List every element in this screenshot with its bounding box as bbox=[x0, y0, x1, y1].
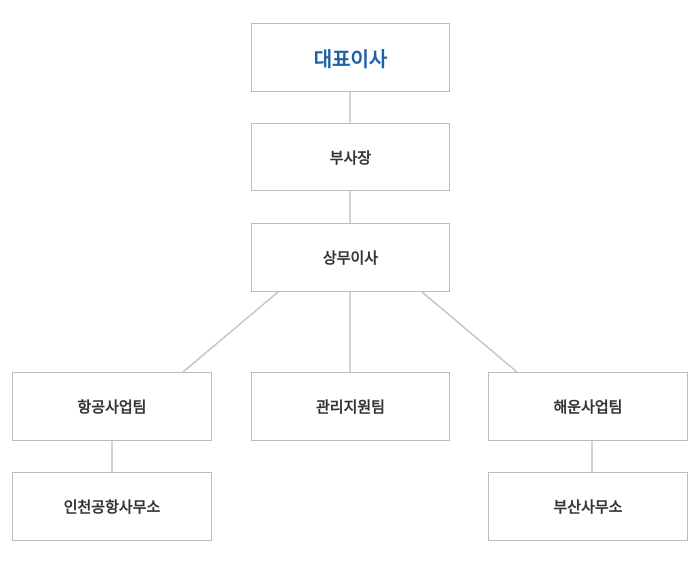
ceo-label: 대표이사 bbox=[313, 47, 388, 71]
busan-office-label: 부산사무소 bbox=[553, 498, 623, 516]
management-support-team-box: 관리지원팀 bbox=[251, 372, 450, 441]
incheon-airport-office-label: 인천공항사무소 bbox=[63, 498, 161, 516]
shipping-business-team-label: 해운사업팀 bbox=[553, 398, 623, 416]
vice-president-box: 부사장 bbox=[251, 123, 450, 191]
connector-md-shipping bbox=[421, 291, 518, 373]
connector-md-air bbox=[182, 291, 279, 373]
vice-president-label: 부사장 bbox=[329, 148, 372, 167]
air-business-team-label: 항공사업팀 bbox=[77, 398, 147, 416]
managing-director-label: 상무이사 bbox=[322, 249, 379, 267]
shipping-business-team-box: 해운사업팀 bbox=[488, 372, 688, 441]
busan-office-box: 부산사무소 bbox=[488, 472, 688, 541]
incheon-airport-office-box: 인천공항사무소 bbox=[12, 472, 212, 541]
management-support-team-label: 관리지원팀 bbox=[315, 398, 385, 416]
managing-director-box: 상무이사 bbox=[251, 223, 450, 292]
air-business-team-box: 항공사업팀 bbox=[12, 372, 212, 441]
ceo-box: 대표이사 bbox=[251, 23, 450, 92]
